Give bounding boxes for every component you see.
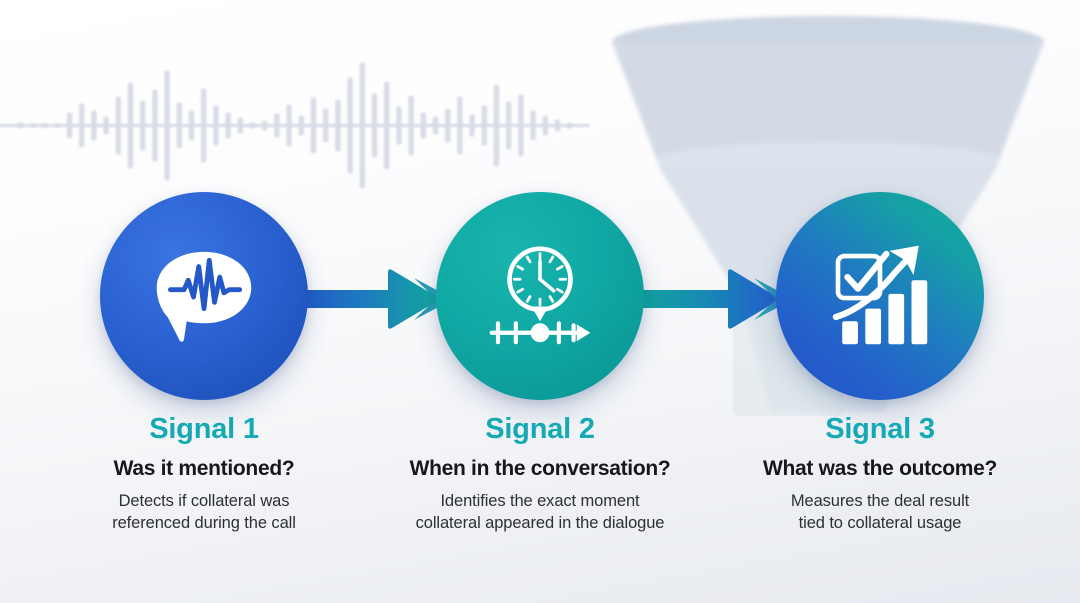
signal-1-description-line-1: Detects if collateral was: [118, 492, 290, 511]
signal-1-question: Was it mentioned?: [113, 456, 295, 480]
signal-node-1[interactable]: [100, 192, 308, 400]
signal-node-2[interactable]: [436, 192, 644, 400]
signal-3-label: Signal 3: [825, 413, 935, 445]
signal-2-description: Identifies the exact moment collateral a…: [370, 490, 710, 535]
signal-node-3[interactable]: [776, 192, 984, 400]
signal-2-description-line-1: Identifies the exact moment: [440, 492, 640, 511]
signal-2-circle[interactable]: [436, 192, 644, 400]
clock-timeline-icon: [489, 246, 591, 345]
signal-2-caption: Signal 2 When in the conversation? Ident…: [370, 413, 710, 535]
signal-3-description: Measures the deal result tied to collate…: [710, 490, 1050, 535]
signal-3-caption: Signal 3 What was the outcome? Measures …: [710, 413, 1050, 535]
signal-2-question: When in the conversation?: [409, 456, 671, 480]
signal-1-circle[interactable]: [100, 192, 308, 400]
signal-3-description-line-1: Measures the deal result: [790, 492, 970, 511]
signal-1-description-line-2: referenced during the call: [112, 514, 296, 533]
signal-2-label: Signal 2: [485, 413, 595, 445]
signal-1-caption: Signal 1 Was it mentioned? Detects if co…: [34, 413, 374, 535]
checkbox-growth-chart-icon: [832, 245, 928, 345]
signal-1-label: Signal 1: [149, 413, 259, 445]
signal-3-circle[interactable]: [776, 192, 984, 400]
signal-3-question: What was the outcome?: [762, 456, 998, 480]
speech-bubble-waveform-icon: [156, 251, 252, 342]
signal-2-description-line-2: collateral appeared in the dialogue: [415, 514, 665, 533]
signal-1-description: Detects if collateral was referenced dur…: [34, 490, 374, 535]
signal-3-description-line-2: tied to collateral usage: [798, 514, 962, 533]
